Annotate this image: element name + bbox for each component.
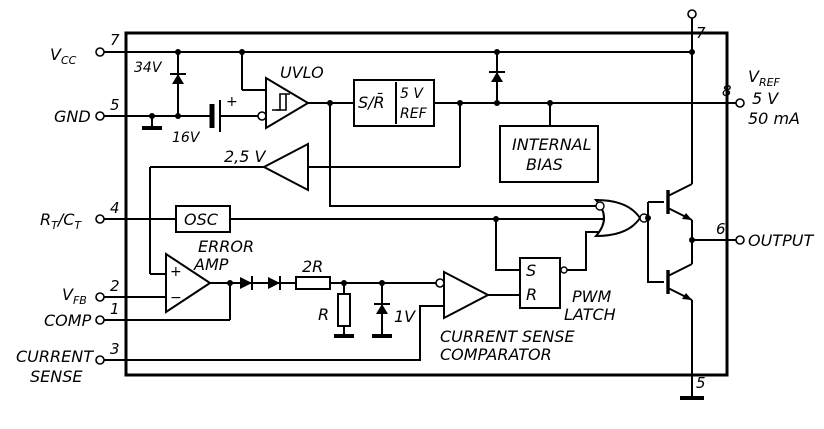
- pin-vc-top: 7: [687, 9, 706, 42]
- pin-rtct: RT/CT 4: [40, 199, 176, 232]
- output-terminal: [735, 235, 745, 245]
- error-amp-line2: AMP: [193, 255, 229, 274]
- internal-bias-line1: INTERNAL: [512, 135, 592, 154]
- vcc-terminal: [95, 47, 105, 57]
- pin-gnd: GND 5: [54, 96, 212, 126]
- pwm-latch: S R PWM LATCH: [519, 257, 616, 324]
- resistor-2r: 2R: [295, 257, 331, 290]
- vc-terminal: [687, 9, 697, 19]
- rtct-terminal: [95, 214, 105, 224]
- vref-terminal: [735, 98, 745, 108]
- vref-pin-number: 8: [722, 82, 732, 100]
- reference-regulator-block: S/R̄ 5 V REF: [353, 79, 435, 127]
- vref-label: VREF: [748, 67, 781, 89]
- pin-vref: 8 VREF 5 V 50 mA: [722, 67, 800, 128]
- pin-output: 6 OUTPUT: [716, 220, 814, 250]
- current-sense-terminal: [95, 355, 105, 365]
- comp-pin-number: 1: [110, 300, 120, 318]
- zener-34v-label: 34V: [134, 60, 163, 76]
- sr-label: S/R̄: [358, 93, 385, 112]
- series-diodes: [240, 276, 281, 290]
- current-sense-line1: CURRENT: [16, 347, 94, 366]
- pwm-latch-line2: LATCH: [564, 305, 616, 324]
- vref-value: 5 V: [752, 89, 779, 108]
- uvlo-label: UVLO: [280, 63, 324, 82]
- ic-package-outline: [124, 31, 729, 377]
- internal-bias-line2: BIAS: [526, 155, 563, 174]
- current-sense-pin-number: 3: [110, 340, 120, 358]
- pwm-latch-line1: PWM: [572, 287, 611, 306]
- comp-terminal: [95, 315, 105, 325]
- gnd-terminal: [95, 111, 105, 121]
- cs-comparator-line2: COMPARATOR: [440, 345, 552, 364]
- rtct-pin-number: 4: [110, 199, 120, 217]
- pin-vfb: VFB 2: [62, 277, 166, 307]
- vc-pin-number: 7: [696, 24, 706, 42]
- oscillator-block: OSC: [175, 205, 231, 233]
- vfb-terminal: [95, 292, 105, 302]
- battery-16v-label: 16V: [172, 130, 201, 146]
- nor-gate: [593, 198, 649, 238]
- resistor-2r-label: 2R: [302, 257, 323, 276]
- current-sense-line2: SENSE: [30, 367, 83, 386]
- output-label: OUTPUT: [748, 231, 814, 250]
- vref-diode: [489, 52, 505, 103]
- rtct-label: RT/CT: [40, 210, 82, 232]
- battery-plus-sign: +: [226, 94, 238, 110]
- pin-vcc: VCC 7: [50, 31, 692, 67]
- reference-2v5-buffer: 2,5 V: [149, 103, 461, 275]
- vcc-label: VCC: [50, 45, 77, 67]
- comp-label: COMP: [44, 311, 92, 330]
- cs-comparator-line1: CURRENT SENSE: [440, 327, 575, 346]
- zener-1v: 1V: [372, 283, 416, 338]
- zener-1v-label: 1V: [394, 307, 416, 326]
- zener-34v: 34V: [134, 52, 186, 116]
- pin-current-sense: CURRENT SENSE 3: [16, 305, 444, 386]
- pin-power-ground: 5: [680, 374, 706, 400]
- error-amp-plus: +: [170, 264, 182, 280]
- error-amp-line1: ERROR: [198, 237, 254, 256]
- latch-s: S: [526, 261, 536, 280]
- error-amplifier: + − ERROR AMP: [165, 237, 254, 314]
- ref-line1: 5 V: [400, 86, 424, 102]
- uvlo-comparator: UVLO: [241, 52, 324, 130]
- vfb-pin-number: 2: [110, 277, 120, 295]
- current-sense-comparator: CURRENT SENSE COMPARATOR: [435, 270, 575, 364]
- resistor-r: R: [318, 283, 354, 338]
- output-pin-number: 6: [716, 220, 726, 238]
- output-transistors: [666, 183, 693, 301]
- internal-bias-block: INTERNAL BIAS: [499, 103, 599, 183]
- osc-label: OSC: [184, 210, 219, 229]
- power-ground-pin-number: 5: [696, 374, 706, 392]
- vref-current: 50 mA: [748, 109, 800, 128]
- ref-2v5-label: 2,5 V: [224, 147, 267, 166]
- error-amp-minus: −: [170, 290, 182, 306]
- battery-16v: + 16V: [172, 94, 258, 146]
- latch-r: R: [526, 285, 537, 304]
- pin-comp: COMP 1: [44, 300, 230, 330]
- vcc-pin-number: 7: [110, 31, 120, 49]
- ref-line2: REF: [400, 106, 428, 122]
- resistor-r-label: R: [318, 305, 329, 324]
- vfb-label: VFB: [62, 285, 87, 307]
- gnd-label: GND: [54, 107, 91, 126]
- gnd-pin-number: 5: [110, 96, 120, 114]
